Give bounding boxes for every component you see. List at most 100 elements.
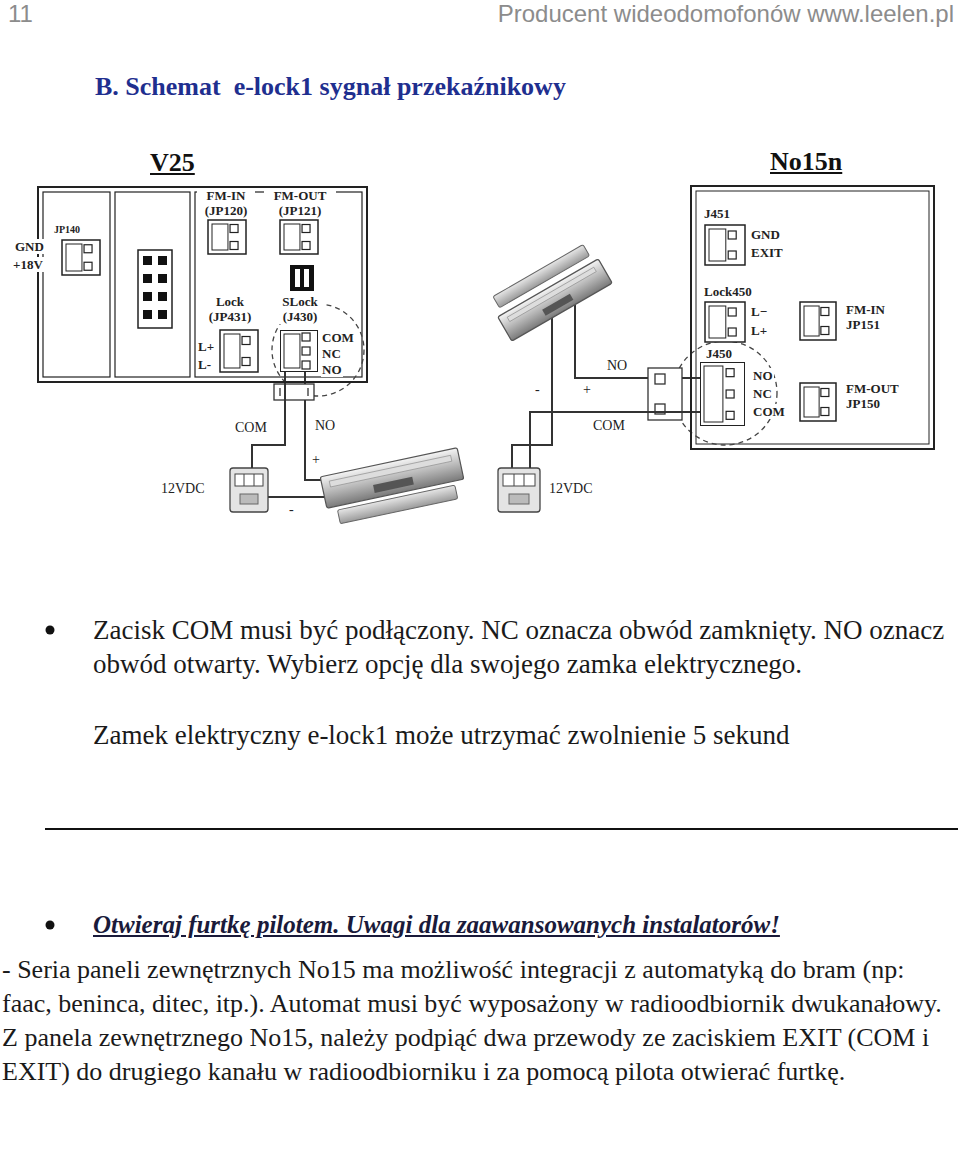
panel-sections (195, 192, 362, 377)
power-supply (514, 474, 515, 486)
header-pin (158, 292, 167, 301)
terminal-block (280, 220, 318, 254)
pin-name: COM (321, 330, 355, 345)
terminal-block (800, 302, 836, 340)
terminal-block (280, 220, 318, 254)
section-heading: Otwieraj furtkę pilotem. Uwagi dla zaawa… (93, 908, 958, 942)
terminal-block (728, 231, 736, 239)
terminal-blocks (62, 220, 836, 422)
terminal-block (728, 328, 736, 336)
terminal-block (821, 389, 829, 397)
terminal-block (66, 244, 82, 271)
terminal-block (302, 333, 310, 341)
wire-label: NO (314, 418, 336, 434)
terminal-block (704, 366, 734, 422)
electric-lock (373, 477, 414, 493)
panel-sections (43, 192, 362, 377)
electric-lock (337, 485, 457, 524)
terminal-block (709, 229, 726, 261)
separator-rule (45, 828, 958, 830)
pin-name: L− (750, 304, 768, 319)
terminal-block (800, 383, 836, 421)
terminal-block (804, 306, 819, 336)
power-supply (254, 474, 255, 486)
terminal-block (726, 411, 734, 419)
terminal-block (821, 408, 829, 416)
panel-sections (115, 192, 190, 377)
jumper (290, 265, 314, 291)
power-supply-node: 12VDC (230, 468, 268, 512)
bullet-text: Zacisk COM musi być podłączony. NC oznac… (93, 613, 958, 681)
terminal-block (208, 220, 246, 254)
pin-name: GND (750, 227, 781, 242)
node-label: 12VDC (548, 481, 594, 497)
pin-header (138, 250, 172, 328)
terminal-block (821, 308, 829, 316)
terminal-block (224, 334, 240, 368)
power-supply (230, 468, 268, 512)
header-pin (143, 310, 152, 319)
highlight-circle (673, 341, 777, 445)
terminal-block (62, 240, 100, 275)
terminal-block (242, 358, 250, 366)
power-supply (240, 494, 258, 504)
header-pin (158, 310, 167, 319)
connector-name: J451 (703, 206, 731, 221)
terminal-block (84, 245, 92, 253)
page-number: 11 (8, 0, 33, 28)
terminal-block (84, 262, 92, 270)
pin-name: L+ (197, 339, 215, 354)
power-supply (498, 468, 540, 512)
terminal-block (220, 330, 258, 372)
terminal-block (284, 334, 300, 368)
node-label: 12VDC (160, 481, 206, 497)
panel-inner-border (696, 191, 929, 444)
wire-plug (307, 388, 308, 396)
jumper (290, 265, 314, 291)
terminal-block (230, 242, 238, 250)
terminal-block (302, 361, 310, 369)
terminal-block (728, 308, 736, 316)
polarity-mark: + (582, 382, 592, 398)
body-text: - Seria paneli zewnętrznych No15 ma możl… (2, 953, 957, 1089)
connector-name: Lock (JP431) (198, 294, 262, 324)
power-supply (503, 474, 535, 486)
jumper (304, 269, 309, 287)
terminal-block (242, 337, 250, 345)
header-note: Producent wideodomofonów www.leelen.pl (498, 0, 954, 28)
terminal-block (726, 369, 734, 377)
pin-name: NC (752, 386, 773, 401)
terminal-block (302, 347, 310, 355)
electric-lock (542, 294, 573, 316)
polarity-mark: + (311, 452, 321, 468)
polarity-mark: - (534, 382, 541, 398)
terminal-block (212, 224, 228, 250)
header-pin (143, 256, 152, 265)
node-label: No15n (770, 147, 842, 177)
wire-label: COM (234, 420, 268, 436)
terminal-block (705, 225, 745, 265)
pin-name: NC (321, 346, 342, 361)
wire-connector (530, 412, 700, 468)
wire-label: NO (606, 358, 628, 374)
connector-name: FM-IN (JP120) (197, 188, 255, 218)
terminal-block (705, 302, 745, 342)
terminal-block (302, 225, 310, 233)
power-supply (244, 474, 245, 486)
pin-name: COM (752, 404, 786, 419)
wire-label: COM (592, 418, 626, 434)
connector-name: JP140 (54, 224, 80, 236)
power-supply (235, 474, 263, 486)
wire-plug (655, 374, 665, 384)
wire-plug (279, 388, 280, 396)
bullet (46, 626, 55, 635)
terminal-block (62, 240, 100, 275)
terminal-block (804, 387, 819, 417)
pin-name: L+ (750, 323, 768, 338)
node-label: SLock (J430) (275, 294, 325, 324)
electric-lock (320, 448, 467, 526)
terminal-block (800, 383, 836, 421)
wire (575, 305, 700, 378)
terminal-block (728, 251, 736, 259)
